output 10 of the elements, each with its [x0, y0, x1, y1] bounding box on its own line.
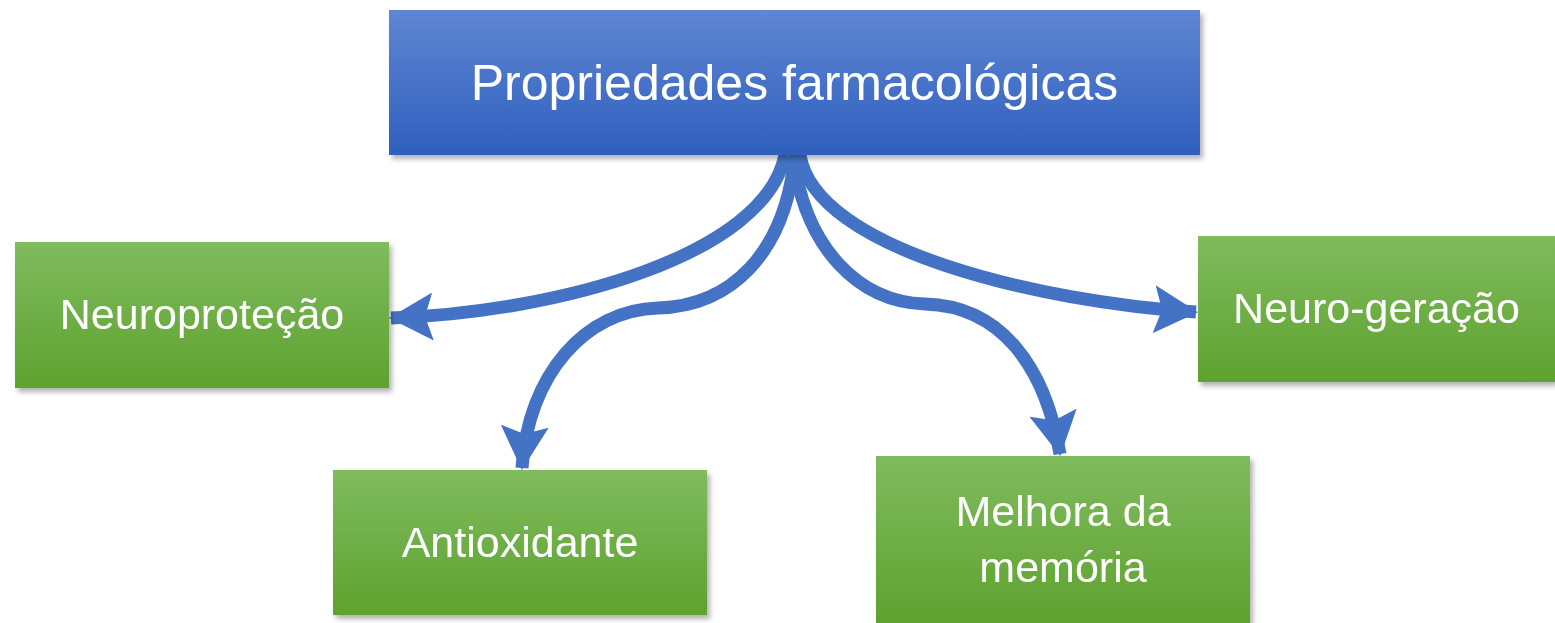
property-box [1198, 236, 1555, 382]
property-box [876, 456, 1250, 623]
property-box [15, 242, 389, 388]
property-box [333, 470, 707, 615]
box-label: Neuroproteção [59, 289, 345, 341]
title-box [389, 10, 1200, 155]
box-label: Melhora da memória [954, 485, 1172, 593]
box-label: Propriedades farmacológicas [470, 53, 1119, 112]
box-label: Antioxidante [401, 516, 639, 568]
box-label: Neuro-geração [1233, 283, 1520, 335]
